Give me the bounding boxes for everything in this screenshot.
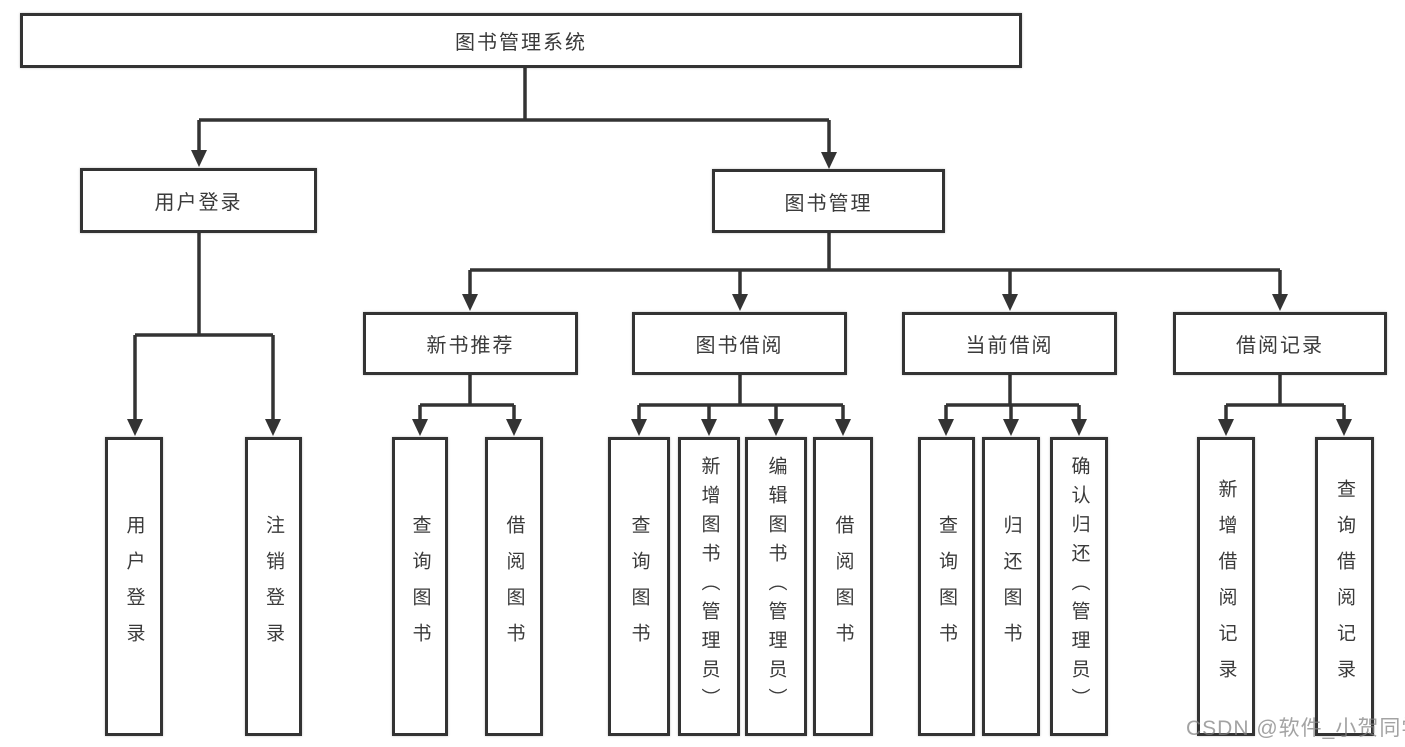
leaf-nb-borrow-books: 借阅图书 xyxy=(485,437,543,736)
node-book-management-label: 图书管理 xyxy=(784,192,873,215)
node-new-book-recommend: 新书推荐 xyxy=(363,312,578,375)
leaf-nb-query-books: 查询图书 xyxy=(392,437,448,736)
node-user-login: 用户登录 xyxy=(80,168,317,233)
leaf-br-add-record-label: 新增借阅记录 xyxy=(1215,478,1237,695)
leaf-br-query-record-label: 查询借阅记录 xyxy=(1334,478,1355,695)
node-book-borrow-label: 图书借阅 xyxy=(695,335,784,357)
leaf-br-query-record: 查询借阅记录 xyxy=(1315,437,1374,736)
node-book-borrow: 图书借阅 xyxy=(632,312,847,375)
leaf-bb-borrow-books: 借阅图书 xyxy=(813,437,873,736)
leaf-bb-edit-books-admin-label: 编辑图书（管理员） xyxy=(765,456,787,717)
node-user-login-label: 用户登录 xyxy=(154,192,243,214)
leaf-bb-query-books: 查询图书 xyxy=(608,437,670,736)
node-root: 图书管理系统 xyxy=(20,13,1022,68)
leaf-logout-label: 注销登录 xyxy=(263,514,284,659)
leaf-br-add-record: 新增借阅记录 xyxy=(1197,437,1255,736)
arrowheads xyxy=(127,150,1352,436)
node-current-borrow: 当前借阅 xyxy=(902,312,1117,375)
leaf-bb-query-books-label: 查询图书 xyxy=(628,514,650,659)
leaf-cb-return-books: 归还图书 xyxy=(982,437,1040,736)
leaf-cb-confirm-return-admin-label: 确认归还（管理员） xyxy=(1068,456,1090,717)
leaf-nb-borrow-books-label: 借阅图书 xyxy=(503,514,525,659)
node-root-label: 图书管理系统 xyxy=(455,32,587,54)
node-new-book-recommend-label: 新书推荐 xyxy=(426,335,515,357)
leaf-user-login: 用户登录 xyxy=(105,437,163,736)
leaf-nb-query-books-label: 查询图书 xyxy=(409,514,431,659)
leaf-bb-borrow-books-label: 借阅图书 xyxy=(832,514,854,659)
node-book-management: 图书管理 xyxy=(712,169,945,233)
leaf-cb-query-books: 查询图书 xyxy=(918,437,975,736)
leaf-bb-add-books-admin: 新增图书（管理员） xyxy=(678,437,740,736)
node-borrow-records: 借阅记录 xyxy=(1173,312,1387,375)
leaf-logout: 注销登录 xyxy=(245,437,302,736)
node-borrow-records-label: 借阅记录 xyxy=(1236,335,1324,357)
leaf-cb-return-books-label: 归还图书 xyxy=(1000,514,1022,659)
leaf-user-login-label: 用户登录 xyxy=(123,514,145,659)
leaf-bb-edit-books-admin: 编辑图书（管理员） xyxy=(745,437,807,736)
node-current-borrow-label: 当前借阅 xyxy=(965,335,1054,357)
leaf-bb-add-books-admin-label: 新增图书（管理员） xyxy=(698,456,720,717)
leaf-cb-confirm-return-admin: 确认归还（管理员） xyxy=(1050,437,1108,736)
leaf-cb-query-books-label: 查询图书 xyxy=(936,514,957,659)
